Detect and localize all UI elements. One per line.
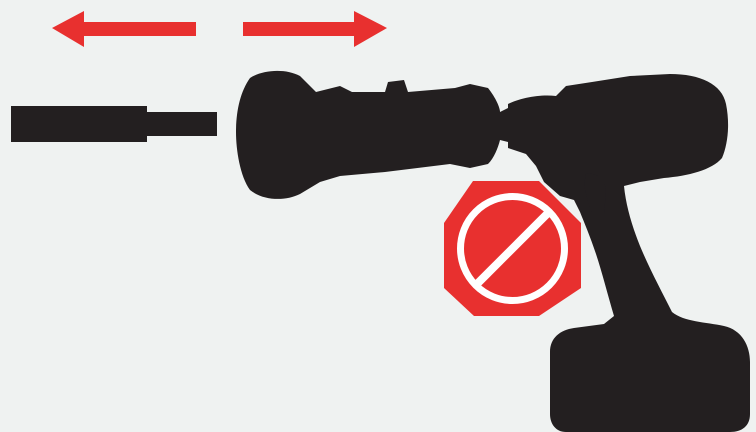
arrow-left-icon [52,11,196,47]
drill-bit-icon [11,106,217,142]
arrow-right-icon [243,11,387,47]
prohibition-sign-icon [444,181,581,316]
chuck-attachment-icon [236,71,508,199]
